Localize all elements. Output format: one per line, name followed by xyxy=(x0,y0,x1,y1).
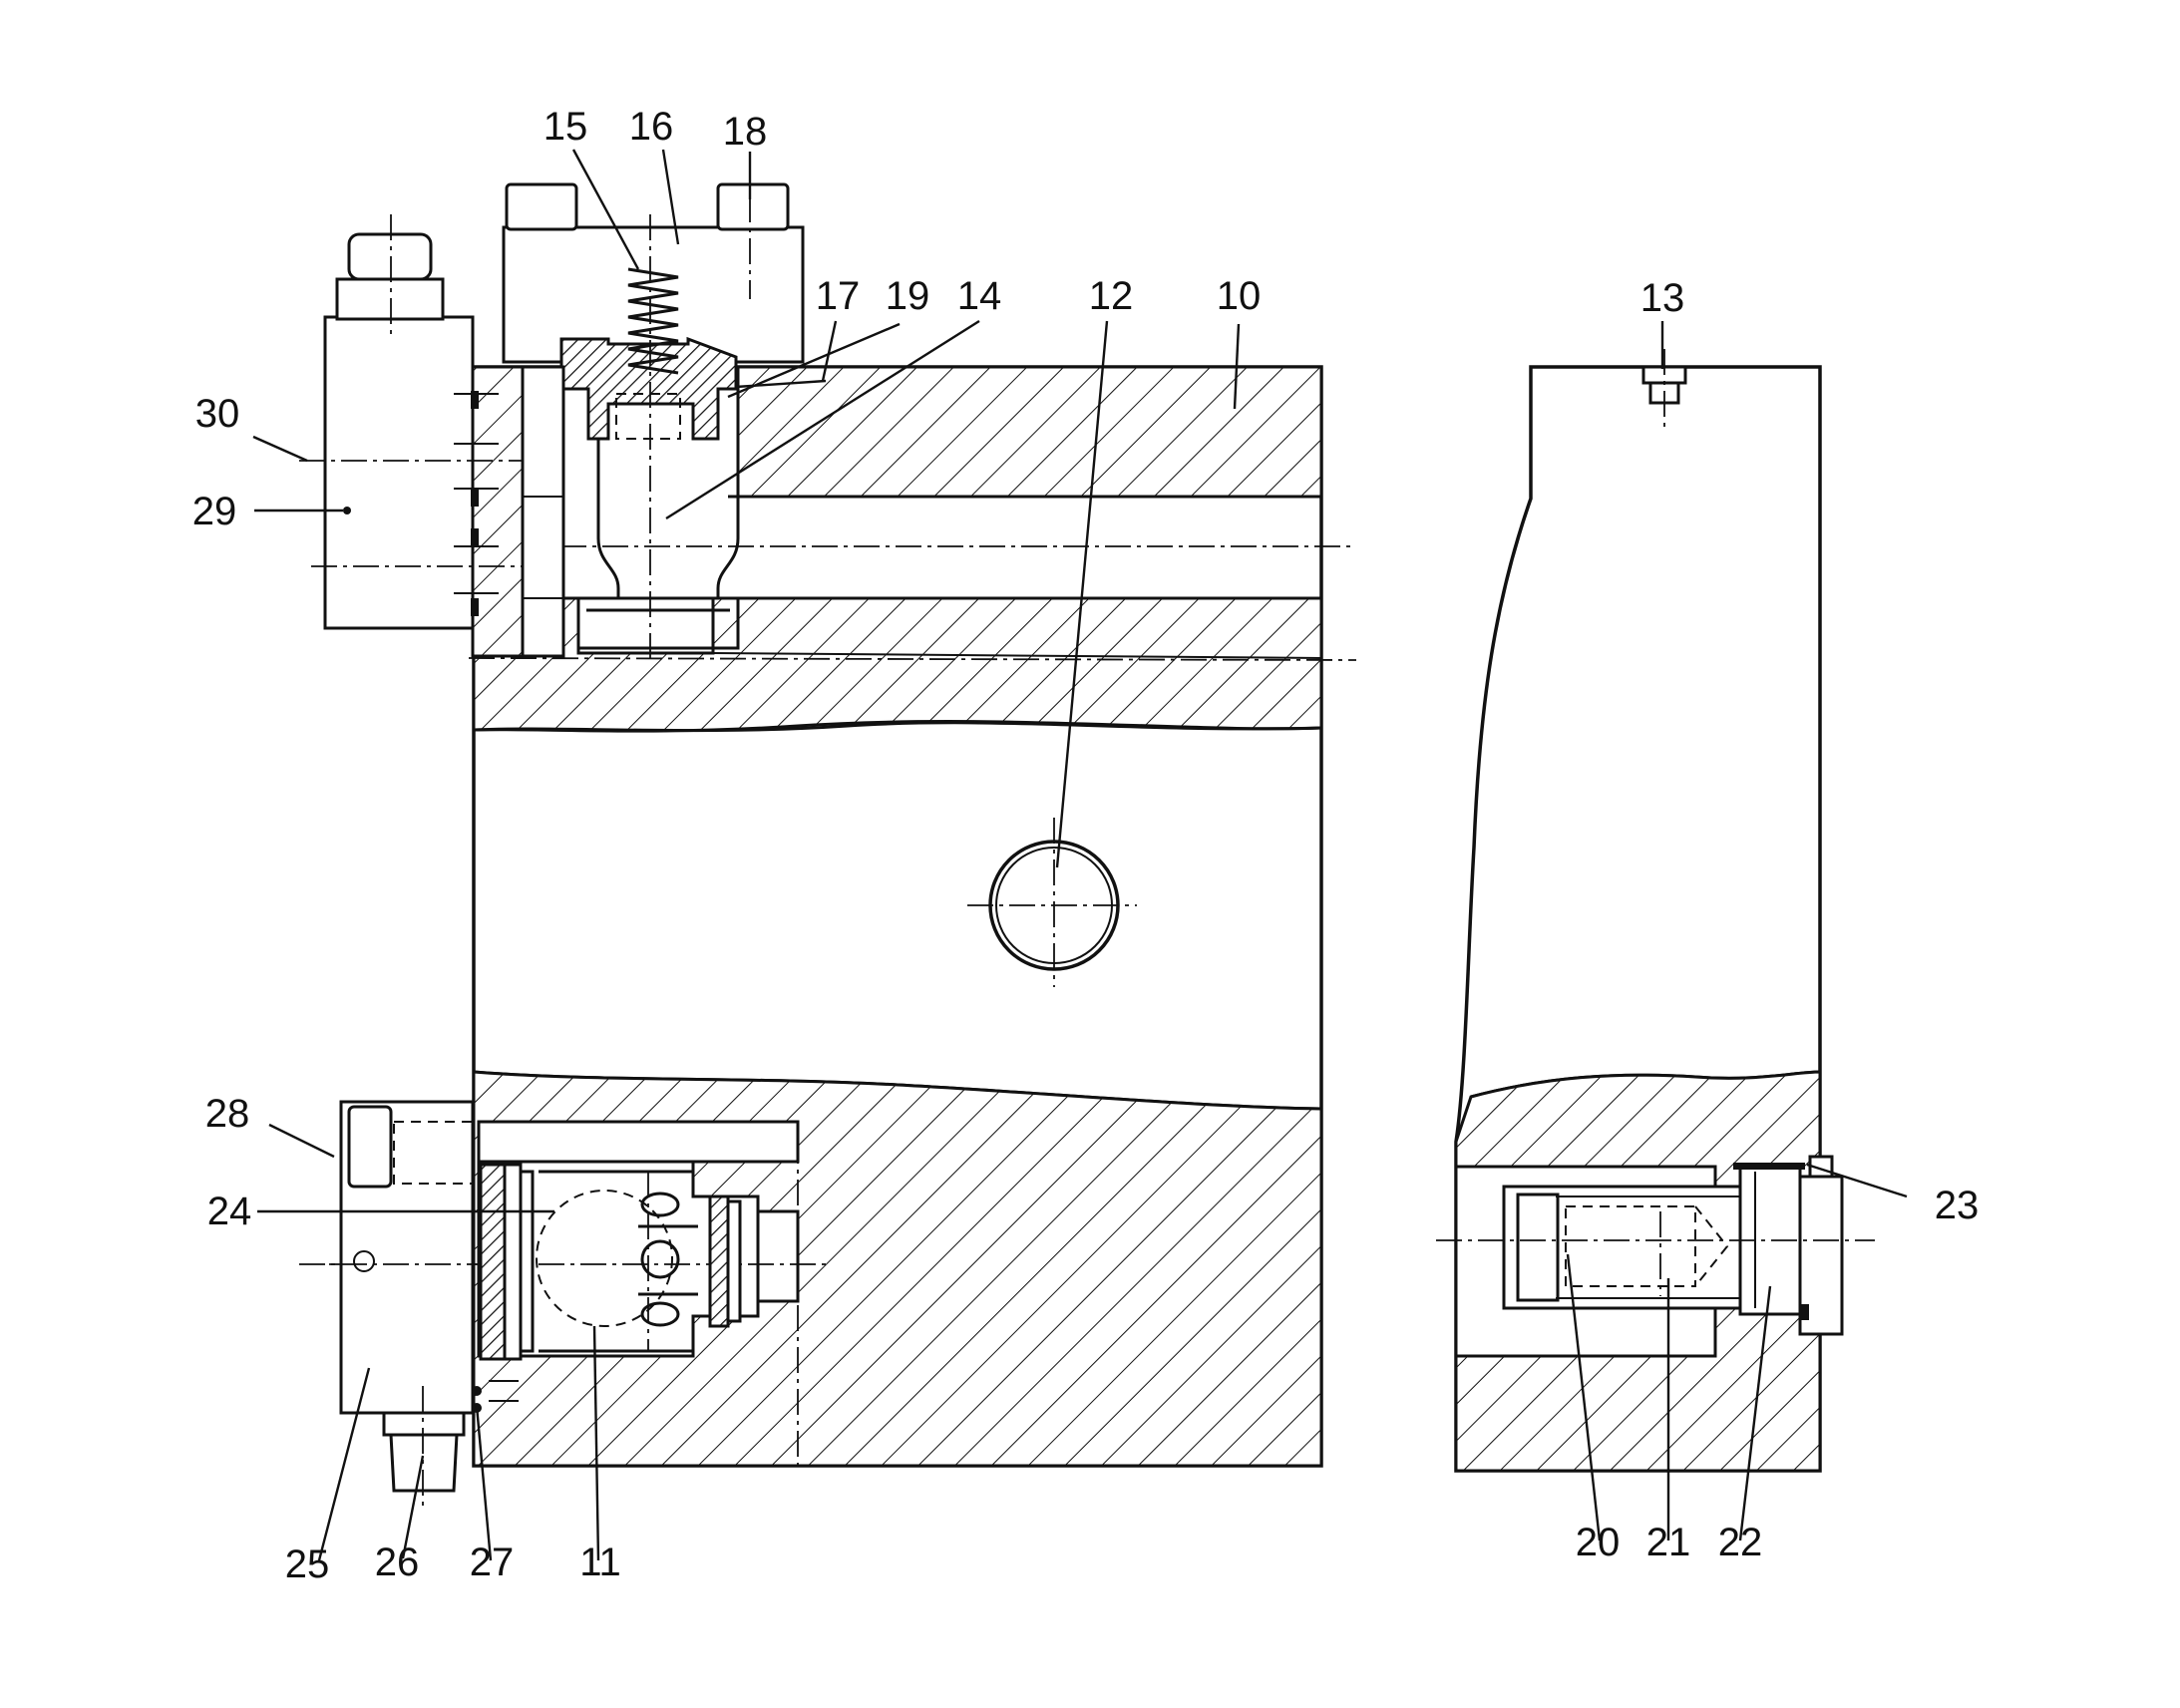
label-25: 25 xyxy=(285,1542,330,1586)
reference-labels: 10 11 12 13 14 15 16 17 18 19 20 21 22 2… xyxy=(192,105,1980,1586)
label-15: 15 xyxy=(544,105,588,149)
label-27: 27 xyxy=(470,1540,515,1584)
label-19: 19 xyxy=(886,274,930,318)
valve-assembly-top xyxy=(502,155,805,658)
label-13: 13 xyxy=(1640,276,1685,320)
label-14: 14 xyxy=(957,274,1002,318)
solenoid-upper-left xyxy=(299,214,525,658)
label-26: 26 xyxy=(375,1540,420,1584)
label-18: 18 xyxy=(723,110,768,154)
label-29: 29 xyxy=(192,490,237,533)
label-23: 23 xyxy=(1935,1184,1980,1227)
label-11: 11 xyxy=(579,1540,621,1584)
label-10: 10 xyxy=(1217,274,1262,318)
leader-lines xyxy=(252,149,1908,1561)
label-28: 28 xyxy=(205,1092,250,1136)
valve-body-lower-left xyxy=(299,1100,742,1511)
label-12: 12 xyxy=(1089,274,1134,318)
label-17: 17 xyxy=(816,274,861,318)
label-20: 20 xyxy=(1576,1521,1621,1564)
label-16: 16 xyxy=(629,105,674,149)
label-24: 24 xyxy=(207,1190,252,1233)
block-right-view xyxy=(1436,349,1875,1473)
label-22: 22 xyxy=(1718,1521,1763,1564)
label-30: 30 xyxy=(195,392,240,436)
label-21: 21 xyxy=(1646,1521,1691,1564)
